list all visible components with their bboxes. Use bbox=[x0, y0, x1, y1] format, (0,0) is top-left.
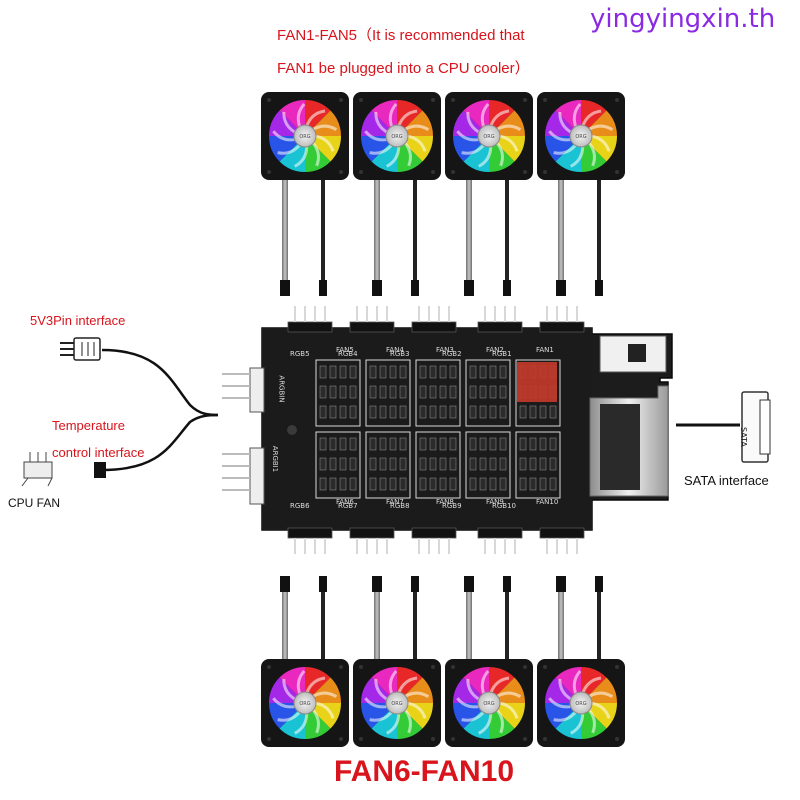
fan-cables-top bbox=[280, 180, 603, 296]
fan-cable-pair-top-1 bbox=[280, 180, 327, 296]
pin-header-bottom-2 bbox=[349, 527, 395, 554]
pcb-label-top-3: RGB4 bbox=[338, 350, 358, 358]
fan-hub-text: ORG bbox=[483, 134, 494, 140]
pcb-label-top-4: FAN4 bbox=[386, 346, 404, 354]
fan-cable-pair-top-3 bbox=[464, 180, 511, 296]
pcb-label-bottom-8: FAN9 bbox=[486, 498, 504, 506]
pcb-label-top-7: RGB2 bbox=[442, 350, 462, 358]
cpu-fan-header-icon bbox=[21, 452, 53, 487]
pcb-label-top-10: FAN1 bbox=[536, 346, 554, 354]
rgb-fan-top-1: ORG bbox=[261, 92, 349, 180]
pin-header-bottom-5 bbox=[539, 527, 585, 554]
pin-header-top-3 bbox=[411, 306, 457, 333]
power-and-temp-cables bbox=[101, 348, 219, 472]
label-temperature-line2: control interface bbox=[52, 445, 145, 460]
fans-top-row: ORG ORG ORG ORG bbox=[261, 92, 625, 180]
pin-header-bottom-3 bbox=[411, 527, 457, 554]
header-outline-upper-5 bbox=[515, 359, 561, 427]
pcb-label-bottom-2: FAN6 bbox=[336, 498, 354, 506]
pin-header-top-2 bbox=[349, 306, 395, 333]
pin-header-bottom-1 bbox=[287, 527, 333, 554]
fan-cable-pair-bottom-2 bbox=[372, 576, 419, 662]
fan-cable-pair-bottom-3 bbox=[464, 576, 511, 662]
fan-hub-text: ORG bbox=[391, 701, 402, 707]
fan-hub-board bbox=[261, 327, 673, 531]
pcb-label-bottom-3: RGB7 bbox=[338, 502, 358, 510]
pin-headers-left bbox=[222, 367, 265, 505]
pcb-label-bottom-7: RGB9 bbox=[442, 502, 462, 510]
fan-hub-text: ORG bbox=[483, 701, 494, 707]
pcb-label-top-2: FAN5 bbox=[336, 346, 354, 354]
sata-plug-icon: SATA bbox=[739, 391, 771, 463]
pcb-label-bottom-5: RGB8 bbox=[390, 502, 410, 510]
pcb-label-top-6: FAN3 bbox=[436, 346, 454, 354]
header-outline-lower-5 bbox=[515, 431, 561, 499]
label-cpu-fan: CPU FAN bbox=[8, 496, 61, 510]
pin-headers-bottom bbox=[287, 527, 585, 554]
pin-header-top-4 bbox=[477, 306, 523, 333]
top-caption-line1: FAN1-FAN5（It is recommended that bbox=[277, 27, 525, 44]
header-outline-lower-2 bbox=[365, 431, 411, 499]
top-caption-line2: FAN1 be plugged into a CPU cooler） bbox=[277, 60, 530, 77]
side-pin-header-1 bbox=[222, 367, 265, 413]
rgb-fan-bottom-2: ORG bbox=[353, 659, 441, 747]
svg-text:SATA: SATA bbox=[739, 427, 748, 447]
header-outline-upper-1 bbox=[315, 359, 361, 427]
fan-cables-bottom bbox=[280, 576, 603, 662]
pin-header-top-5 bbox=[539, 306, 585, 333]
pcb-label-top-8: FAN2 bbox=[486, 346, 504, 354]
fan-hub-text: ORG bbox=[575, 701, 586, 707]
watermark: yingyingxin.th bbox=[590, 4, 776, 34]
fans-bottom-row: ORG ORG ORG ORG bbox=[261, 659, 625, 747]
label-5v3pin: 5V3Pin interface bbox=[30, 313, 126, 328]
rgb-fan-top-2: ORG bbox=[353, 92, 441, 180]
fan-hub-text: ORG bbox=[299, 134, 310, 140]
rgb-fan-top-3: ORG bbox=[445, 92, 533, 180]
pin-headers-top bbox=[287, 306, 585, 333]
temp-plug-icon bbox=[94, 462, 106, 478]
sata-cable: SATA bbox=[676, 391, 771, 463]
rgb-fan-top-4: ORG bbox=[537, 92, 625, 180]
bottom-title: FAN6-FAN10 bbox=[334, 755, 515, 788]
label-sata: SATA interface bbox=[684, 473, 769, 488]
header-outline-lower-3 bbox=[415, 431, 461, 499]
pcb-label-top-5: RGB3 bbox=[390, 350, 410, 358]
pcb-label-argbi1: ARGBI1 bbox=[271, 445, 280, 473]
fan-cable-pair-bottom-1 bbox=[280, 576, 327, 662]
pin-header-bottom-4 bbox=[477, 527, 523, 554]
pcb-label-argbin: ARGBIN bbox=[277, 375, 286, 403]
header-outline-lower-1 bbox=[315, 431, 361, 499]
header-outline-upper-3 bbox=[415, 359, 461, 427]
fan-hub-text: ORG bbox=[299, 701, 310, 707]
fan-hub-text: ORG bbox=[575, 134, 586, 140]
fan-cable-pair-bottom-4 bbox=[556, 576, 603, 662]
fan-hub-text: ORG bbox=[391, 134, 402, 140]
fan-cable-pair-top-4 bbox=[556, 180, 603, 296]
rgb-fan-bottom-1: ORG bbox=[261, 659, 349, 747]
5v3pin-plug-icon bbox=[60, 337, 101, 361]
pcb-label-bottom-4: FAN7 bbox=[386, 498, 404, 506]
header-outline-lower-4 bbox=[465, 431, 511, 499]
side-pin-header-2 bbox=[222, 447, 265, 505]
pcb-label-top-9: RGB1 bbox=[492, 350, 512, 358]
pcb-label-bottom-9: RGB10 bbox=[492, 502, 516, 510]
fan-cable-pair-top-2 bbox=[372, 180, 419, 296]
header-outline-upper-2 bbox=[365, 359, 411, 427]
rgb-fan-bottom-4: ORG bbox=[537, 659, 625, 747]
rgb-fan-bottom-3: ORG bbox=[445, 659, 533, 747]
pcb-label-bottom-10: FAN10 bbox=[536, 498, 559, 506]
header-outline-upper-4 bbox=[465, 359, 511, 427]
pcb-label-bottom-1: RGB6 bbox=[290, 502, 310, 510]
pcb-label-top-1: RGB5 bbox=[290, 350, 310, 358]
pcb-label-bottom-6: FAN8 bbox=[436, 498, 454, 506]
label-temperature-line1: Temperature bbox=[52, 418, 125, 433]
pin-header-top-1 bbox=[287, 306, 333, 333]
